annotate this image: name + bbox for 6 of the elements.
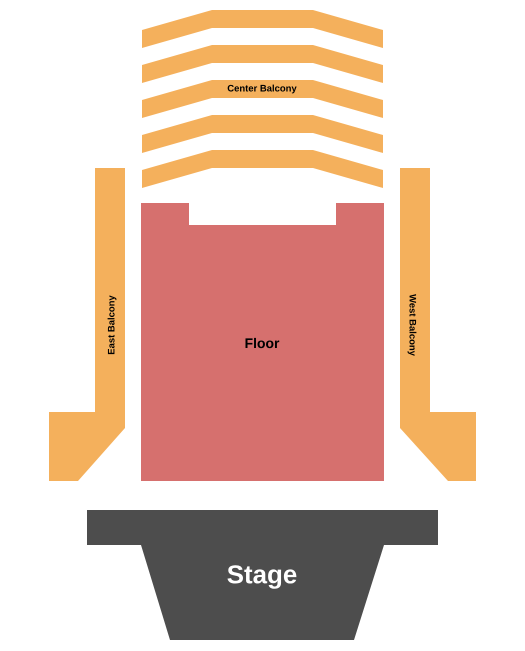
seating-section: East Balcony (49, 168, 125, 481)
seating-section: West Balcony (400, 168, 476, 481)
seating-section: Floor (141, 203, 384, 481)
node-label: Center Balcony (228, 84, 297, 94)
stage: Stage (87, 510, 438, 640)
balcony-section: Center Balcony (142, 10, 383, 188)
